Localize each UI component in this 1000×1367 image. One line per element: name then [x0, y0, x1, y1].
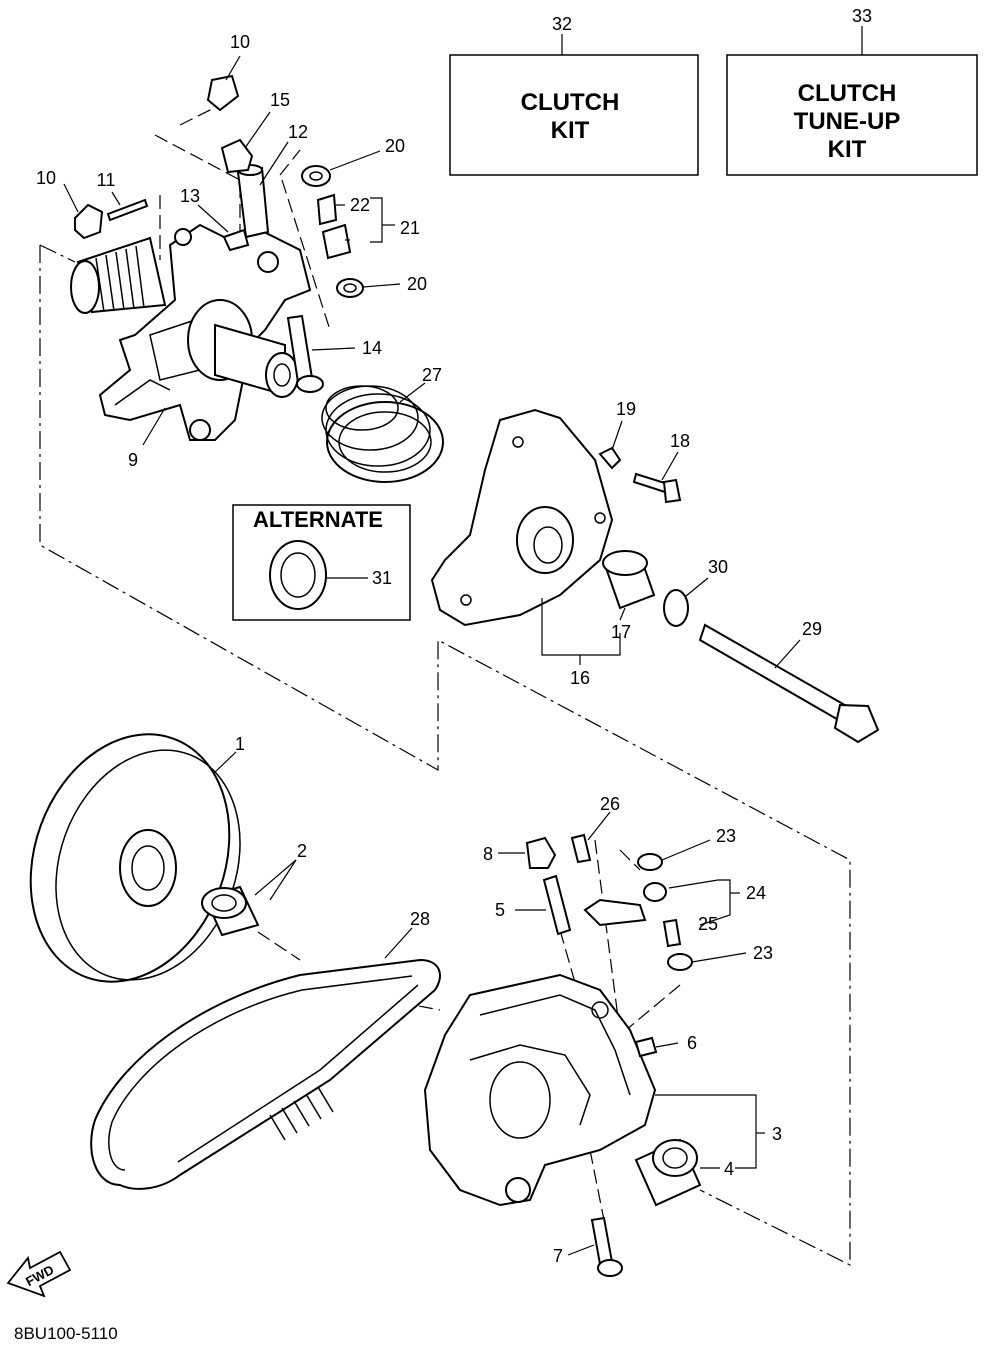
kit-line: CLUTCH — [798, 80, 897, 107]
pin-6 — [634, 1036, 658, 1058]
belt-28 — [90, 958, 441, 1190]
spring-27 — [321, 385, 444, 483]
washer-23b — [667, 953, 693, 971]
callout-6: 6 — [687, 1033, 697, 1053]
callout-23: 23 — [753, 943, 773, 963]
roller-25 — [662, 918, 682, 948]
callout-1: 1 — [235, 734, 245, 754]
fwd-arrow-icon: FWD — [6, 1250, 72, 1298]
leader-lines — [63, 55, 801, 1256]
callout-7: 7 — [553, 1246, 563, 1266]
callout-27: 27 — [422, 365, 442, 385]
housing-3 — [423, 973, 657, 1207]
callout-12: 12 — [288, 122, 308, 142]
nut-8 — [525, 836, 557, 869]
small-parts-upper — [74, 74, 364, 393]
alternate-title: ALTERNATE — [253, 507, 383, 532]
callout-31: 31 — [372, 568, 392, 588]
cover-16 — [430, 408, 614, 627]
washer-31 — [269, 540, 327, 610]
bolt-29 — [698, 623, 852, 724]
small-parts-cover — [598, 446, 880, 744]
bushing-2 — [201, 885, 260, 937]
kit-line: TUNE-UP — [794, 108, 901, 135]
callout-10: 10 — [36, 168, 56, 188]
washer-23a — [637, 853, 663, 871]
callout-30: 30 — [708, 557, 728, 577]
callout-25: 25 — [698, 914, 718, 934]
callout-4: 4 — [724, 1159, 734, 1179]
bushing-12 — [236, 166, 270, 239]
kit-line: CLUTCH — [521, 89, 620, 116]
bushing-4 — [634, 1138, 702, 1207]
callout-3: 3 — [772, 1124, 782, 1144]
kit-ref-32: 32 — [552, 14, 572, 34]
pin-13 — [222, 228, 250, 252]
roller-22 — [316, 193, 338, 226]
callout-24: 24 — [746, 883, 766, 903]
callout-5: 5 — [495, 900, 505, 920]
roller-24 — [643, 882, 667, 902]
spider-shaft-assembly — [70, 223, 312, 441]
callouts: 10 15 12 10 11 13 20 22 21 20 14 27 9 19… — [36, 32, 822, 1266]
callout-16: 16 — [570, 668, 590, 688]
callout-15: 15 — [270, 90, 290, 110]
callout-22: 22 — [350, 195, 370, 215]
callout-19: 19 — [616, 399, 636, 419]
shoe-10b — [74, 203, 104, 240]
kit-ref-33: 33 — [852, 6, 872, 26]
pin-26 — [570, 833, 592, 864]
small-parts-lower — [525, 833, 693, 1277]
callout-23: 23 — [716, 826, 736, 846]
sheave-1 — [29, 733, 241, 983]
diagram-code: 8BU100-5110 — [14, 1324, 118, 1343]
shoe-10a — [206, 74, 240, 112]
callout-2: 2 — [297, 841, 307, 861]
callout-8: 8 — [483, 844, 493, 864]
callout-21: 21 — [400, 218, 420, 238]
bolt-18 — [632, 472, 670, 494]
callout-11: 11 — [97, 170, 116, 190]
callout-14: 14 — [362, 338, 382, 358]
nut-19 — [598, 446, 622, 470]
callout-10: 10 — [230, 32, 250, 52]
callout-26: 26 — [600, 794, 620, 814]
washer-20b — [336, 278, 364, 298]
callout-17: 17 — [611, 622, 631, 642]
callout-28: 28 — [410, 909, 430, 929]
callout-18: 18 — [670, 431, 690, 451]
pin-11 — [106, 198, 149, 222]
washer-20a — [301, 165, 331, 187]
washer-30 — [663, 589, 689, 627]
callout-20: 20 — [385, 136, 405, 156]
kit-line: KIT — [828, 136, 867, 163]
nut-15 — [220, 138, 254, 174]
weight-arm — [583, 898, 647, 927]
bolt-7 — [590, 1216, 614, 1266]
callout-13: 13 — [180, 186, 200, 206]
callout-9: 9 — [128, 450, 138, 470]
roller-21 — [321, 223, 352, 260]
pin-5 — [542, 874, 572, 936]
kit-box-clutch-tune-up: 33 CLUTCH TUNE-UP KIT — [726, 6, 978, 176]
alternate-box: ALTERNATE 31 — [232, 504, 411, 621]
kit-line: KIT — [551, 117, 590, 144]
callout-29: 29 — [802, 619, 822, 639]
kit-box-clutch: 32 CLUTCH KIT — [449, 14, 699, 176]
callout-20: 20 — [407, 274, 427, 294]
